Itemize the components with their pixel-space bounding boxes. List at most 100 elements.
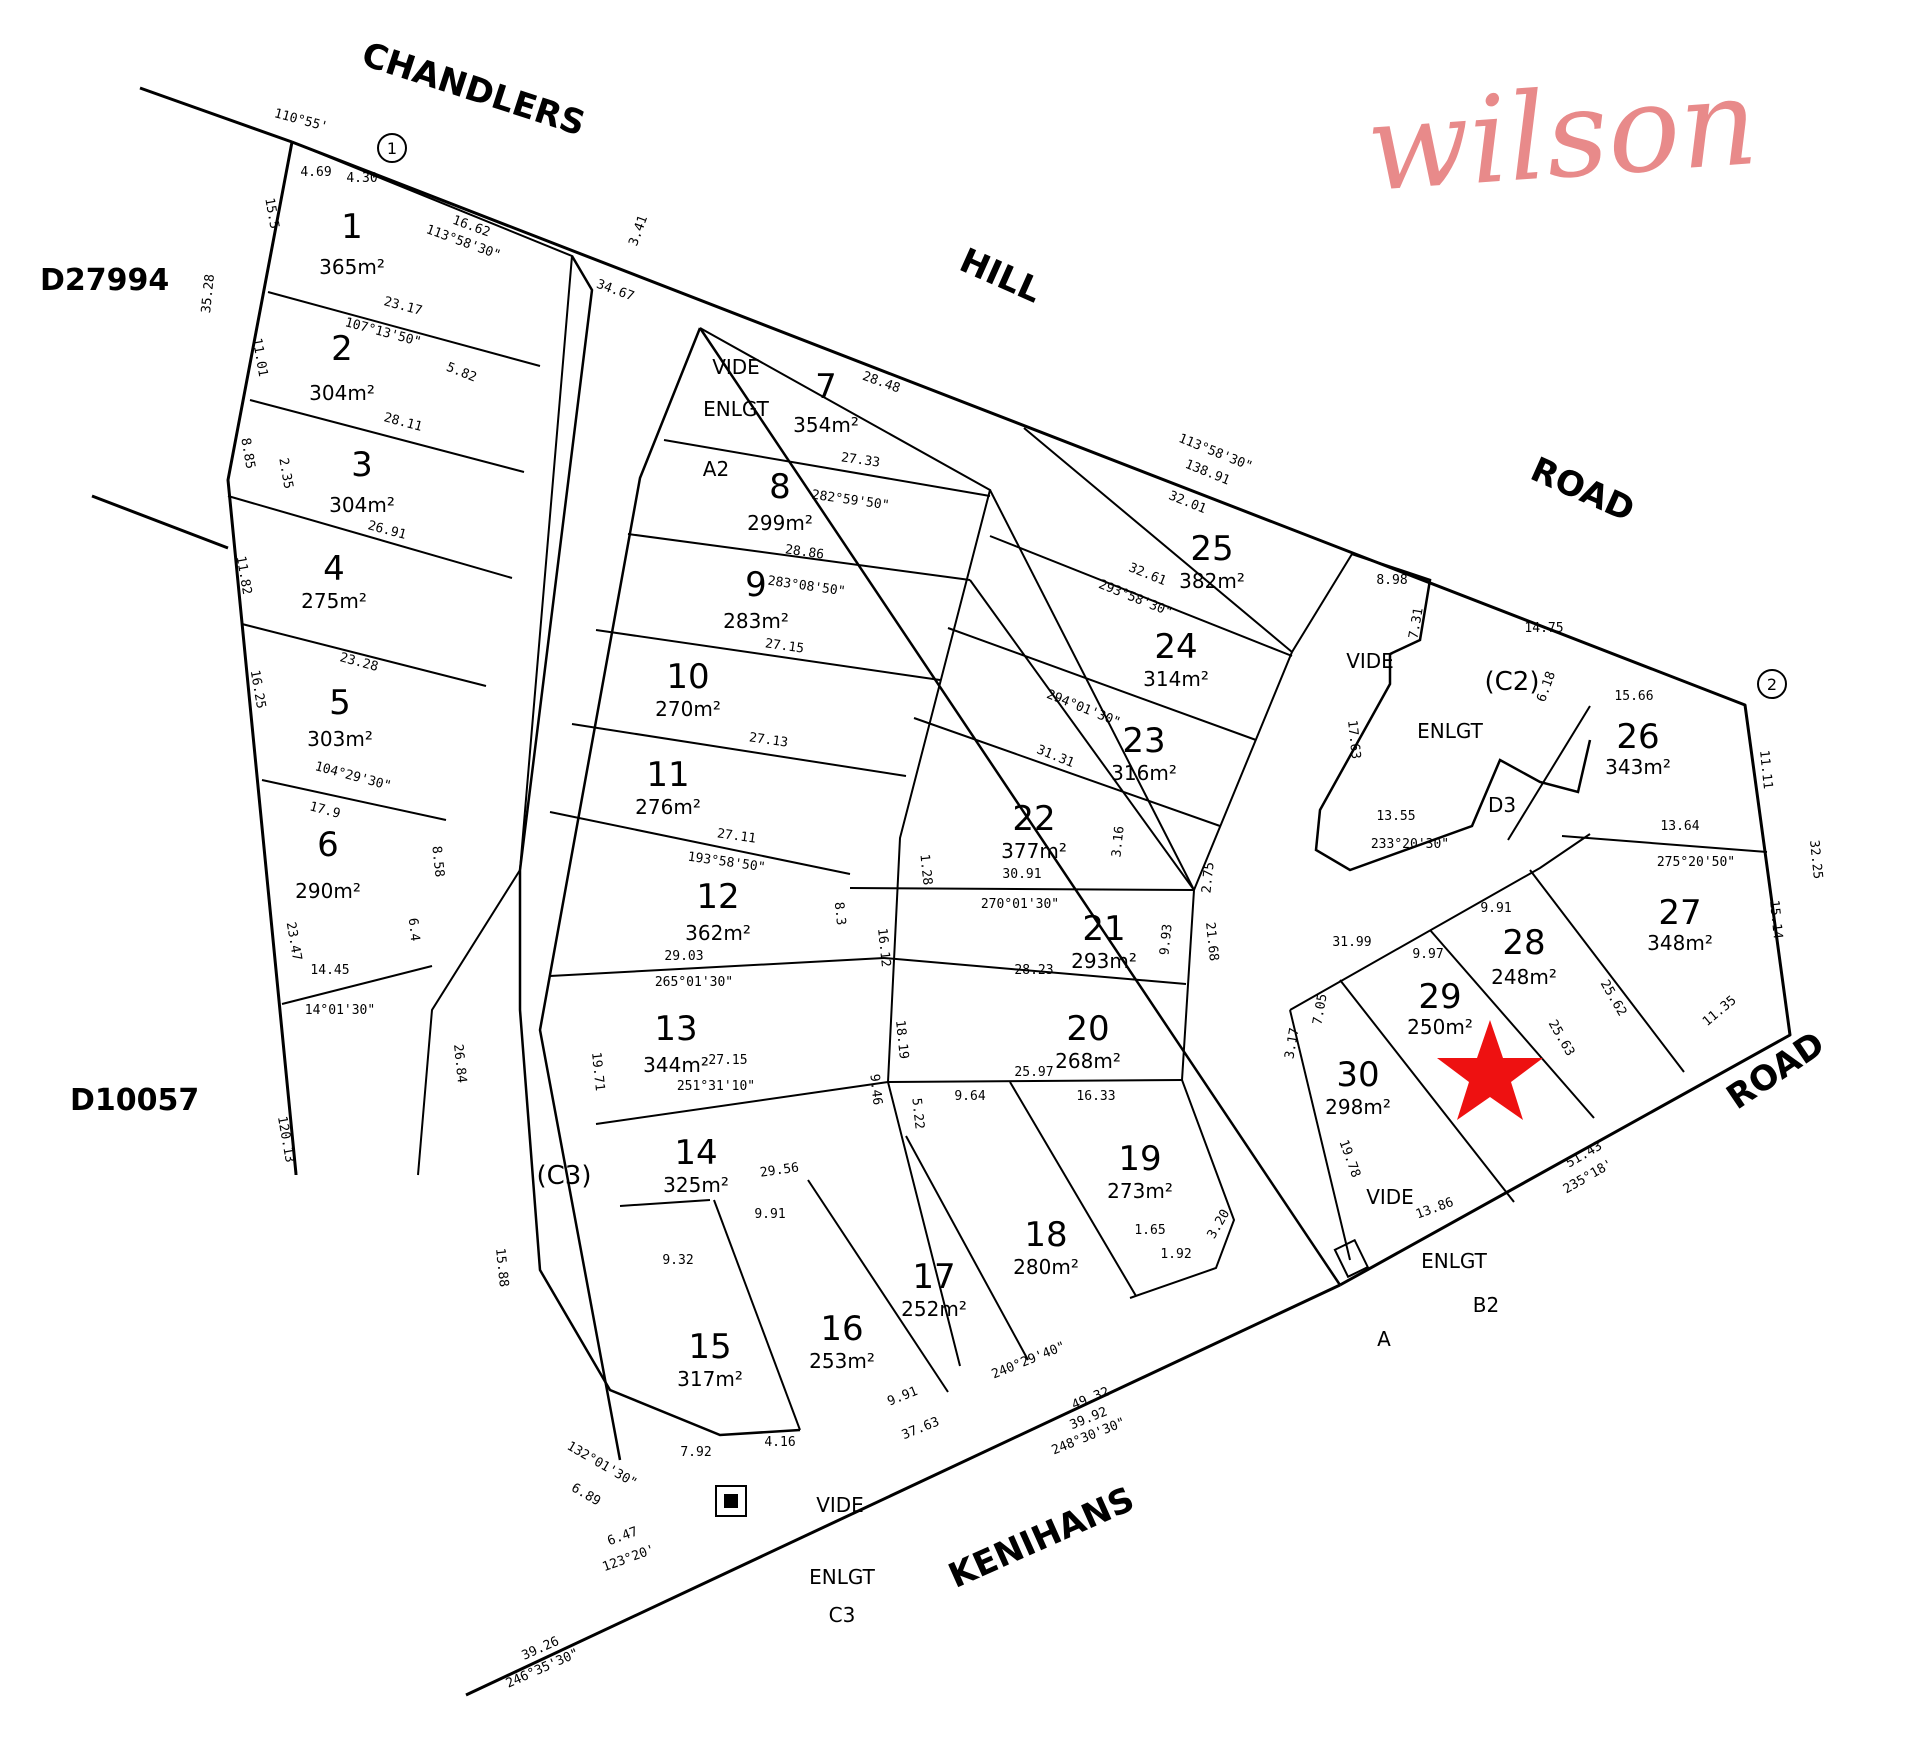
svg-text:32.61: 32.61 [1126, 560, 1168, 589]
svg-text:32.01: 32.01 [1166, 488, 1208, 517]
svg-text:1: 1 [387, 139, 397, 158]
svg-text:11.11: 11.11 [1756, 749, 1775, 789]
enlgt-label-c3: ENLGT [809, 1565, 876, 1589]
road-line-chandlers-west [139, 86, 293, 144]
svg-text:265°01'30": 265°01'30" [655, 975, 733, 990]
svg-text:365m²: 365m² [319, 255, 385, 279]
survey-marker-2 [1757, 669, 1787, 699]
svg-text:8.3: 8.3 [831, 901, 848, 926]
svg-text:11.01: 11.01 [249, 337, 271, 378]
svg-text:16.12: 16.12 [874, 927, 893, 967]
svg-text:7.92: 7.92 [680, 1445, 711, 1460]
svg-text:6.89: 6.89 [568, 1481, 603, 1510]
svg-text:3.17: 3.17 [1282, 1027, 1302, 1060]
svg-text:6.4: 6.4 [405, 917, 422, 942]
svg-text:19.71: 19.71 [588, 1051, 607, 1091]
svg-text:28: 28 [1502, 923, 1545, 963]
svg-text:25.63: 25.63 [1545, 1018, 1578, 1059]
svg-text:11.35: 11.35 [1700, 993, 1740, 1030]
svg-text:29.03: 29.03 [664, 949, 703, 964]
svg-text:15.88: 15.88 [492, 1247, 511, 1287]
svg-text:276m²: 276m² [635, 795, 701, 819]
svg-text:382m²: 382m² [1179, 569, 1245, 593]
svg-text:273m²: 273m² [1107, 1179, 1173, 1203]
svg-text:110°55': 110°55' [272, 106, 329, 135]
svg-text:12: 12 [696, 877, 739, 917]
svg-text:6.47: 6.47 [606, 1524, 641, 1549]
svg-text:316m²: 316m² [1111, 761, 1177, 785]
lots-1-6-east-edge [291, 141, 574, 1176]
lots-7-12-east-edge [699, 327, 992, 1367]
svg-text:18: 18 [1024, 1215, 1067, 1255]
road-label-chandlers: CHANDLERS [357, 35, 590, 145]
svg-text:29.56: 29.56 [759, 1160, 800, 1180]
svg-text:2: 2 [331, 329, 353, 369]
vide-label-c3: VIDE [816, 1493, 864, 1517]
svg-text:28.23: 28.23 [1014, 963, 1053, 978]
adjoining-d27994: D27994 [40, 263, 169, 298]
watermark-text: wilson [1362, 53, 1761, 219]
svg-text:325m²: 325m² [663, 1173, 729, 1197]
svg-text:298m²: 298m² [1325, 1095, 1391, 1119]
road-label-kenihans: KENIHANS [943, 1479, 1141, 1596]
svg-text:4.30: 4.30 [346, 171, 377, 186]
easement-c3-label: C3 [829, 1603, 856, 1627]
svg-text:250m²: 250m² [1407, 1015, 1473, 1039]
svg-text:25: 25 [1190, 529, 1233, 569]
svg-text:9.93: 9.93 [1157, 923, 1175, 956]
svg-text:14°01'30": 14°01'30" [305, 1003, 375, 1018]
svg-text:25.97: 25.97 [1014, 1065, 1053, 1080]
easement-a2: A2 [703, 457, 729, 481]
svg-text:30.91: 30.91 [1002, 867, 1041, 882]
lots-19-22-east-edge [1129, 889, 1236, 1299]
svg-text:275°20'50": 275°20'50" [1657, 855, 1735, 870]
svg-text:3: 3 [351, 445, 373, 485]
svg-text:1.65: 1.65 [1134, 1223, 1165, 1238]
svg-text:14.75: 14.75 [1524, 621, 1563, 636]
svg-text:4: 4 [323, 549, 345, 589]
svg-text:120.13: 120.13 [274, 1115, 297, 1164]
svg-text:15.5: 15.5 [261, 197, 281, 230]
svg-text:27.11: 27.11 [716, 826, 757, 846]
svg-text:35.28: 35.28 [199, 273, 218, 313]
svg-text:31.99: 31.99 [1332, 935, 1371, 950]
svg-text:5: 5 [329, 683, 351, 723]
svg-text:3.41: 3.41 [626, 214, 651, 249]
svg-text:23.28: 23.28 [338, 650, 380, 675]
svg-text:7.05: 7.05 [1310, 993, 1330, 1026]
svg-text:314m²: 314m² [1143, 667, 1209, 691]
svg-text:23: 23 [1122, 721, 1165, 761]
svg-text:5.22: 5.22 [908, 1097, 926, 1130]
svg-text:293m²: 293m² [1071, 949, 1137, 973]
svg-text:19: 19 [1118, 1139, 1161, 1179]
svg-text:13.86: 13.86 [1414, 1195, 1456, 1222]
road-label-road-north: ROAD [1525, 450, 1641, 531]
svg-text:21.68: 21.68 [1202, 921, 1221, 961]
svg-text:348m²: 348m² [1647, 931, 1713, 955]
pit-box [715, 1485, 747, 1517]
svg-text:14.45: 14.45 [310, 963, 349, 978]
svg-text:270°01'30": 270°01'30" [981, 897, 1059, 912]
adjoining-d10057: D10057 [70, 1083, 199, 1118]
road-label-hill: HILL [954, 241, 1047, 312]
svg-text:354m²: 354m² [793, 413, 859, 437]
svg-text:6: 6 [317, 825, 339, 865]
svg-text:299m²: 299m² [747, 511, 813, 535]
easement-c3: (C3) [537, 1161, 592, 1191]
svg-text:294°01'30": 294°01'30" [1044, 687, 1122, 730]
